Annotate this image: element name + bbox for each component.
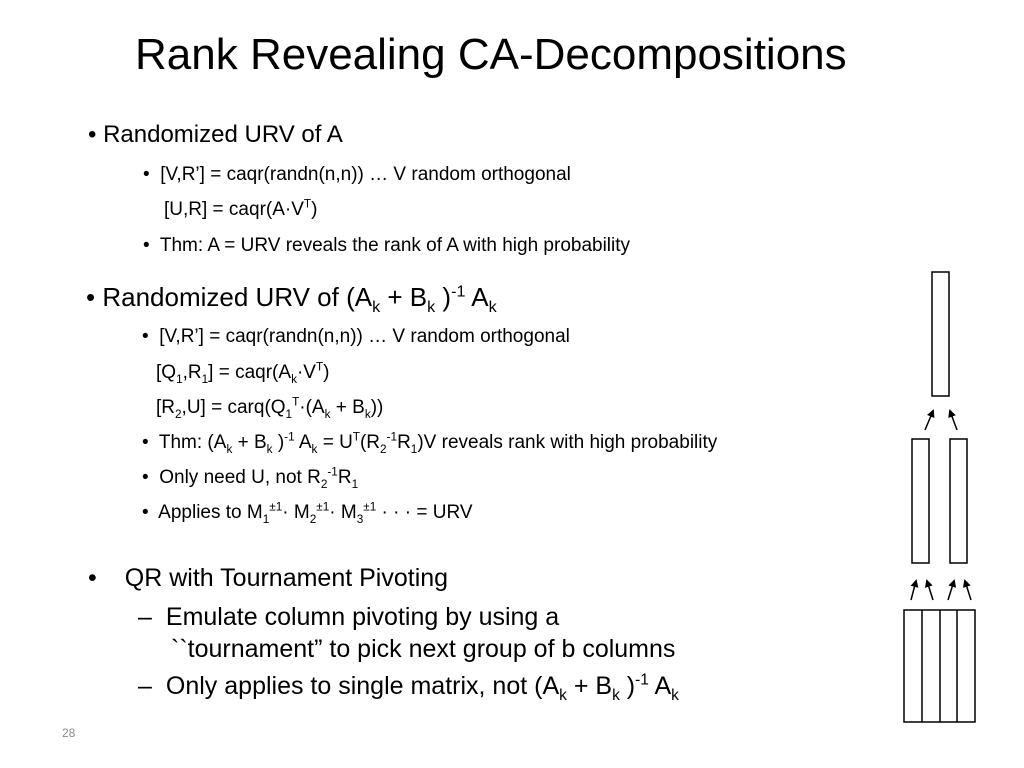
mid-block-right	[949, 438, 968, 564]
section3-heading: •QR with Tournament Pivoting	[88, 564, 449, 592]
section2-item-2: [Q1,R1] = caqr(Ak·VT)	[156, 360, 330, 386]
slide-number: 28	[62, 726, 76, 740]
section3-sub1-line2: ``tournament” to pick next group of b co…	[171, 635, 676, 663]
section2-item-4: • Thm: (Ak + Bk )-1 Ak = UT(R2-1R1)V rev…	[142, 430, 718, 456]
dash: –	[138, 672, 152, 700]
bullet: •	[143, 164, 150, 185]
bullet: •	[142, 502, 149, 523]
arrow	[948, 409, 958, 431]
section2-item-1: • [V,R’] = caqr(randn(n,n)) … V random o…	[142, 326, 570, 347]
bullet: •	[88, 564, 97, 592]
arrow	[924, 579, 934, 601]
bullet: •	[142, 326, 149, 347]
arrow	[924, 409, 935, 431]
mid-block-left	[911, 438, 930, 564]
tournament-diagram	[903, 271, 976, 723]
bullet: •	[88, 121, 97, 148]
section1-item-3: • Thm: A = URV reveals the rank of A wit…	[143, 235, 631, 256]
bullet: •	[143, 235, 150, 256]
arrow	[947, 579, 957, 601]
section2-heading: • Randomized URV of (Ak + Bk )-1 Ak	[86, 282, 497, 317]
section1-heading: Randomized URV of A	[103, 121, 343, 148]
bullet: •	[86, 282, 96, 312]
section1-item-1: • [V,R’] = caqr(randn(n,n)) … V random o…	[143, 164, 571, 185]
section2-item-5: • Only need U, not R2-1R1	[142, 465, 359, 491]
section3-sub1-line1: –Emulate column pivoting by using a	[138, 603, 560, 631]
bullet: •	[142, 467, 149, 488]
section1-item-2: [U,R] = caqr(A·VT)	[164, 197, 318, 220]
dash: –	[138, 603, 152, 631]
section2-item-3: [R2,U] = carq(Q1T·(Ak + Bk))	[156, 395, 384, 421]
arrow	[910, 579, 919, 601]
section1-heading-line: • Randomized URV of A	[88, 121, 343, 149]
section2-item-6: • Applies to M1±1· M2±1· M3±1 · · · = UR…	[142, 500, 473, 526]
top-block	[931, 271, 950, 397]
slide-title: Rank Revealing CA-Decompositions	[135, 30, 847, 79]
section3-sub2: –Only applies to single matrix, not (Ak …	[138, 671, 679, 704]
arrow	[962, 579, 972, 601]
bullet: •	[142, 432, 149, 453]
